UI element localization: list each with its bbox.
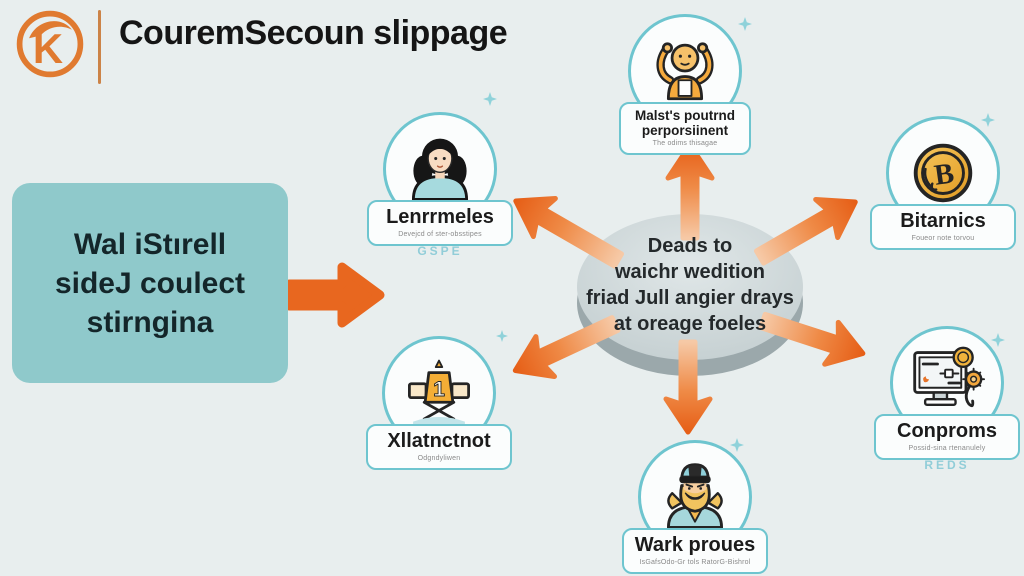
node-watermark: GSPE <box>417 243 463 258</box>
node-label: Lenrrmeles <box>386 206 494 228</box>
node-label-plate: Lenrrmeles Devejcd of ster-obsstipes GSP… <box>367 200 513 258</box>
node-label: Bitarnics <box>900 210 986 232</box>
node-subtext: Possid-sina rtenanulely <box>908 444 986 452</box>
left-box-line: Wal iStırell <box>73 227 227 261</box>
podium-icon: 1 <box>408 359 470 425</box>
node-subtext: IsGafsOdo-Gr tols RatorG-Bishrol <box>639 558 751 566</box>
node-subtext: Foueor note torvou <box>911 234 975 242</box>
header-divider <box>98 10 101 84</box>
node-watermark: REDS <box>924 457 970 472</box>
node-label: Conproms <box>897 420 997 442</box>
node-subtext: The odims thisagae <box>652 140 718 148</box>
node-label: Xllatnctnot <box>387 430 491 452</box>
center-line: Deads to <box>647 235 733 257</box>
node-lower-left: 1 Xllatnctnot Odgndyliwen <box>364 336 514 470</box>
worker-icon <box>666 463 724 529</box>
node-label-plate: Conproms Possid-sina rtenanulely REDS <box>874 414 1020 472</box>
arrow-down-icon <box>663 339 713 435</box>
brand-logo-icon: K <box>16 10 84 78</box>
page-title: CouremSecoun slippage <box>119 14 508 52</box>
node-subtext: Devejcd of ster-obsstipes <box>398 230 482 238</box>
left-box-line: stirngina <box>86 305 214 339</box>
node-label: Wark proues <box>634 534 756 556</box>
node-subtext: Odgndyliwen <box>417 454 461 462</box>
woman-icon <box>411 138 469 201</box>
node-label: Malst's poutrnd <box>635 108 735 123</box>
svg-text:K: K <box>33 25 63 72</box>
center-line: friad Jull angier drays <box>586 287 794 309</box>
node-bottom: Wark proues IsGafsOdo-Gr tols RatorG-Bis… <box>620 440 770 574</box>
node-label-plate: Bitarnics Foueor note torvou <box>870 204 1016 250</box>
node-upper-left: Lenrrmeles Devejcd of ster-obsstipes GSP… <box>365 112 515 258</box>
header: K CouremSecoun slippage <box>12 6 508 84</box>
center-line: at oreage foeles <box>613 313 767 335</box>
node-upper-right: B Bitarnics Foueor note torvou <box>868 116 1018 250</box>
monitor-icon <box>913 346 985 408</box>
arrow-right-icon <box>284 262 385 328</box>
coin-icon: B <box>913 143 973 203</box>
node-top: Malst's poutrnd perporsiinent The odims … <box>610 14 760 156</box>
node-label-2: perporsiinent <box>641 122 729 138</box>
center-line: waichr wedition <box>614 261 766 283</box>
node-lower-right: Conproms Possid-sina rtenanulely REDS <box>872 326 1022 472</box>
left-statement-box: Wal iStırell sideJ coulect stirngina <box>12 183 288 383</box>
node-label-plate: Xllatnctnot Odgndyliwen <box>366 424 512 470</box>
center-ellipse-text: Deads to waichr wedition friad Jull angi… <box>573 233 807 337</box>
left-box-line: sideJ coulect <box>54 266 246 300</box>
svg-text:1: 1 <box>433 377 445 401</box>
svg-text:B: B <box>932 157 956 191</box>
node-label-plate: Wark proues IsGafsOdo-Gr tols RatorG-Bis… <box>622 528 768 574</box>
monkey-icon <box>656 42 714 101</box>
node-label-plate: Malst's poutrnd perporsiinent The odims … <box>619 102 751 156</box>
arrow-up-icon <box>665 142 715 241</box>
